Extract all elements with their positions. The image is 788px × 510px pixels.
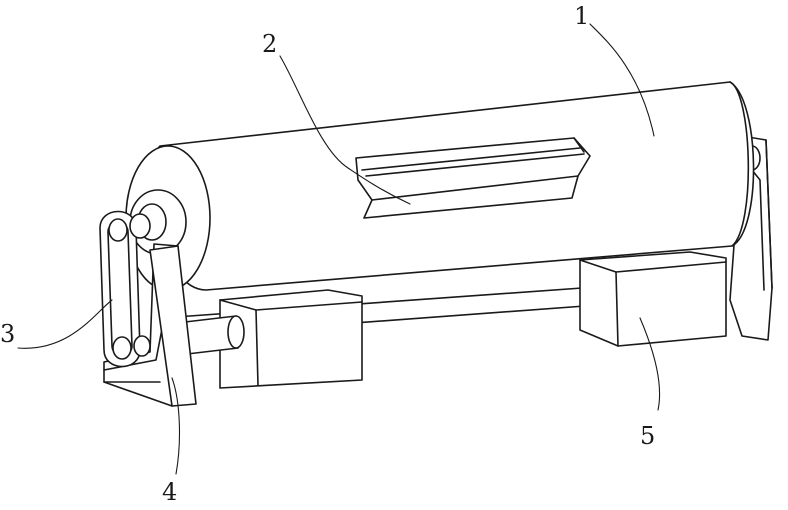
leader-line-5 [639, 317, 661, 411]
right-bearing-block [579, 251, 727, 347]
leader-line-2 [279, 55, 411, 205]
label-1: 1 [574, 2, 589, 30]
chain-drive [99, 210, 151, 368]
label-3: 3 [0, 320, 15, 348]
feed-slot [355, 137, 591, 219]
label-2: 2 [262, 30, 277, 58]
left-bearing-block [219, 289, 363, 389]
leader-lines [17, 23, 661, 475]
leader-line-3 [17, 299, 113, 349]
label-5: 5 [640, 422, 655, 450]
leader-line-4 [171, 377, 181, 475]
left-mounting-bracket [103, 243, 197, 407]
label-4: 4 [162, 478, 177, 506]
leader-line-1 [589, 23, 655, 137]
